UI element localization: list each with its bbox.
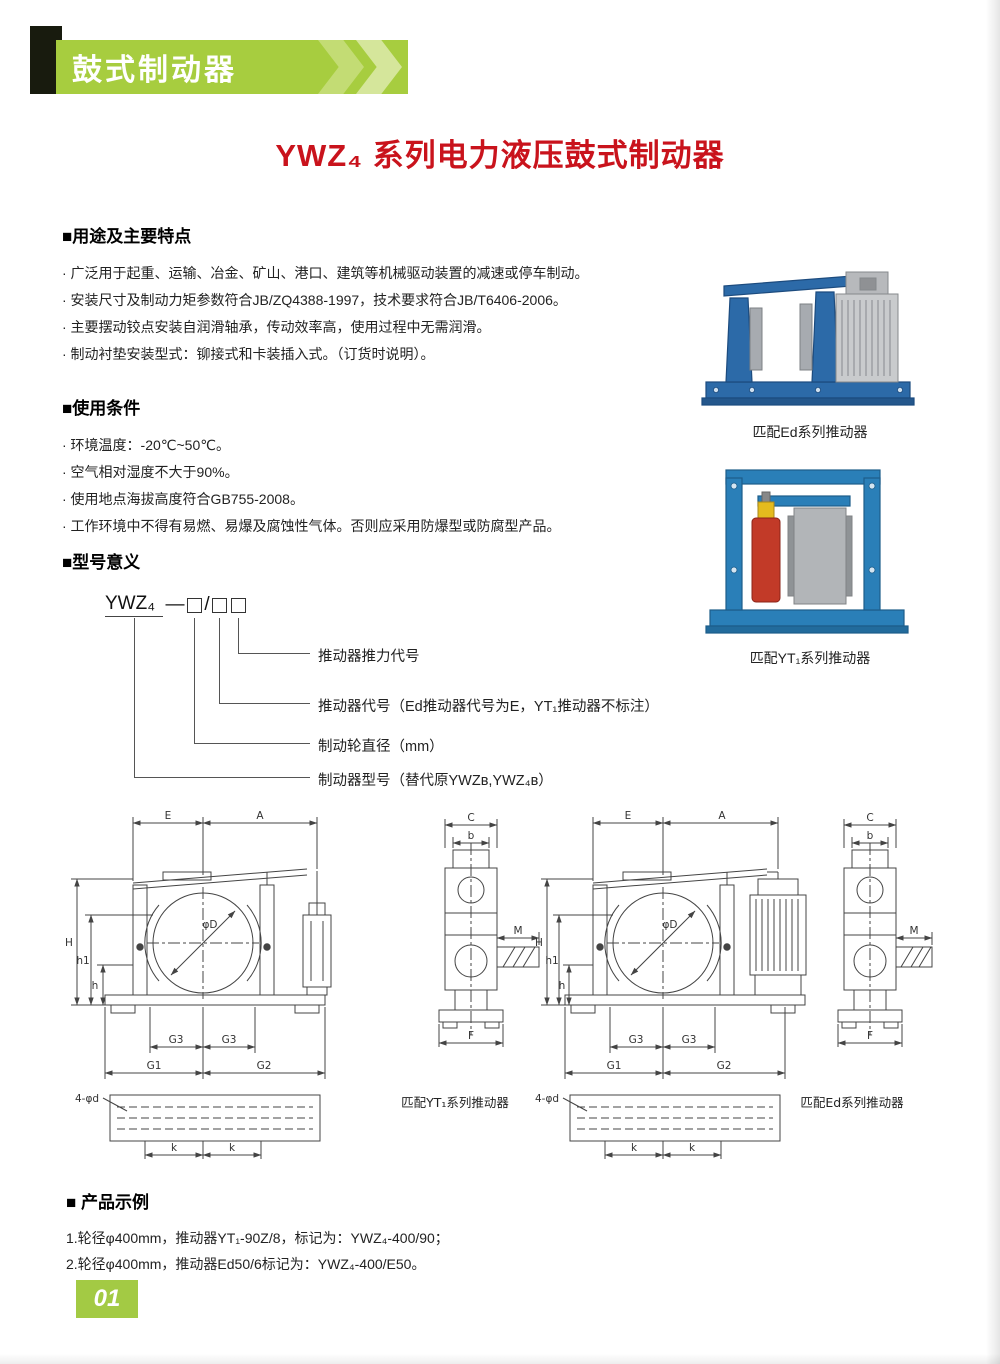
dim-label: k	[631, 1142, 638, 1154]
dim-label: G2	[717, 1060, 732, 1072]
dim-label: 4-φd	[75, 1093, 99, 1105]
dim-label: k	[229, 1142, 236, 1154]
model-box-2	[212, 597, 227, 613]
dim-label: h1	[545, 955, 558, 967]
dim-label: G3	[682, 1034, 697, 1046]
feature-item: · 制动衬垫安装型式：铆接式和卡装插入式。（订货时说明）。	[62, 346, 435, 362]
model-label-brake-model: 制动器型号（替代原YWZʙ,YWZ₄ʙ）	[318, 773, 553, 789]
page-edge-shadow-right	[986, 0, 1000, 1364]
dim-label: C	[866, 812, 873, 824]
dim-label: G3	[169, 1034, 184, 1046]
dim-label: b	[468, 830, 475, 842]
model-box-1	[187, 597, 202, 613]
dim-label: M	[513, 925, 522, 937]
dim-label: G3	[222, 1034, 237, 1046]
example-item: 2.轮径φ400mm，推动器Ed50/6标记为：YWZ₄-400/E50。	[66, 1256, 426, 1272]
dim-label: M	[909, 925, 918, 937]
examples-heading: ■ 产品示例	[66, 1193, 149, 1212]
drawing-structure	[71, 817, 933, 1159]
dim-label: F	[867, 1030, 873, 1042]
dim-label: b	[867, 830, 874, 842]
engineering-drawings: E A H h1 h φD G3 G3 G1 G2 4-φd k k C b M…	[65, 810, 933, 1159]
dim-label: k	[689, 1142, 696, 1154]
connector-line-2	[219, 618, 310, 704]
connector-line-4	[134, 618, 310, 778]
drawing-caption-yt: 匹配YT₁系列推动器	[401, 1095, 509, 1110]
dim-label: 4-φd	[535, 1093, 559, 1105]
condition-item: · 空气相对湿度不大于90%。	[62, 464, 239, 480]
model-label-thruster-code: 推动器代号（Ed推动器代号为E，YT₁推动器不标注）	[318, 699, 659, 715]
connector-line-1	[238, 618, 310, 654]
product-photo-yt	[705, 469, 909, 634]
dim-label: H	[65, 937, 73, 949]
model-code: YWZ₄	[105, 593, 163, 617]
connector-line-3	[194, 618, 310, 744]
section-examples: ■ 产品示例 1.轮径φ400mm，推动器YT₁-90Z/8，标记为：YWZ₄-…	[66, 1188, 786, 1277]
dim-label: h	[559, 980, 566, 992]
dimension-lines	[74, 820, 933, 1158]
photo-caption-ed: 匹配Ed系列推动器	[752, 424, 868, 440]
dim-label: k	[171, 1142, 178, 1154]
dim-label: G3	[629, 1034, 644, 1046]
section-model-meaning: ■型号意义	[62, 548, 722, 586]
page-number-badge: 01	[76, 1280, 138, 1318]
model-code-row: YWZ₄ — /	[105, 592, 246, 618]
dim-label: h1	[76, 955, 89, 967]
model-box-3	[231, 597, 246, 613]
condition-item: · 环境温度：-20℃~50℃。	[62, 437, 230, 453]
example-item: 1.轮径φ400mm，推动器YT₁-90Z/8，标记为：YWZ₄-400/90；	[66, 1230, 449, 1246]
dim-label: φD	[662, 919, 677, 931]
model-label-wheel-diameter: 制动轮直径（mm）	[318, 739, 444, 755]
condition-item: · 工作环境中不得有易燃、易爆及腐蚀性气体。否则应采用防爆型或防腐型产品。	[62, 518, 561, 534]
dim-label: F	[468, 1030, 474, 1042]
dim-label: A	[256, 810, 264, 822]
feature-item: · 安装尺寸及制动力矩参数符合JB/ZQ4388-1997，技术要求符合JB/T…	[62, 292, 567, 308]
model-diagram: YWZ₄ — / 推动器推力代号 推动器代号（Ed推动器代号为E，YT₁推动器不…	[0, 588, 790, 803]
conditions-heading: ■使用条件	[62, 399, 141, 418]
condition-item: · 使用地点海拔高度符合GB755-2008。	[62, 491, 304, 507]
model-heading: ■型号意义	[62, 553, 141, 572]
dim-labels: E A H h1 h φD G3 G3 G1 G2 4-φd k k C b M…	[65, 810, 918, 1154]
features-heading: ■用途及主要特点	[62, 227, 192, 246]
dim-label: h	[92, 980, 99, 992]
product-photo-ed	[701, 271, 915, 406]
dim-label: E	[625, 810, 632, 822]
dim-label: G1	[147, 1060, 162, 1072]
page-title: YWZ₄ 系列电力液压鼓式制动器	[275, 138, 725, 173]
section-conditions: ■使用条件 · 环境温度：-20℃~50℃。 · 空气相对湿度不大于90%。 ·…	[62, 394, 722, 540]
drawing-caption-ed: 匹配Ed系列推动器	[800, 1095, 904, 1110]
dim-label: φD	[202, 919, 217, 931]
dim-label: H	[535, 937, 543, 949]
dim-label: G1	[607, 1060, 622, 1072]
photo-caption-yt: 匹配YT₁系列推动器	[749, 650, 871, 666]
model-dash: —	[165, 594, 185, 615]
dim-label: G2	[257, 1060, 272, 1072]
banner-title: 鼓式制动器	[72, 54, 237, 87]
section-features: ■用途及主要特点 · 广泛用于起重、运输、冶金、矿山、港口、建筑等机械驱动装置的…	[62, 222, 722, 368]
page-edge-shadow-bottom	[0, 1354, 1000, 1364]
feature-item: · 广泛用于起重、运输、冶金、矿山、港口、建筑等机械驱动装置的减速或停车制动。	[62, 265, 589, 281]
model-label-thrust-code: 推动器推力代号	[318, 649, 420, 665]
feature-item: · 主要摆动铰点安装自润滑轴承，传动效率高，使用过程中无需润滑。	[62, 319, 491, 335]
model-slash: /	[204, 594, 210, 615]
dim-label: C	[467, 812, 474, 824]
dim-label: E	[165, 810, 172, 822]
dim-label: A	[718, 810, 726, 822]
